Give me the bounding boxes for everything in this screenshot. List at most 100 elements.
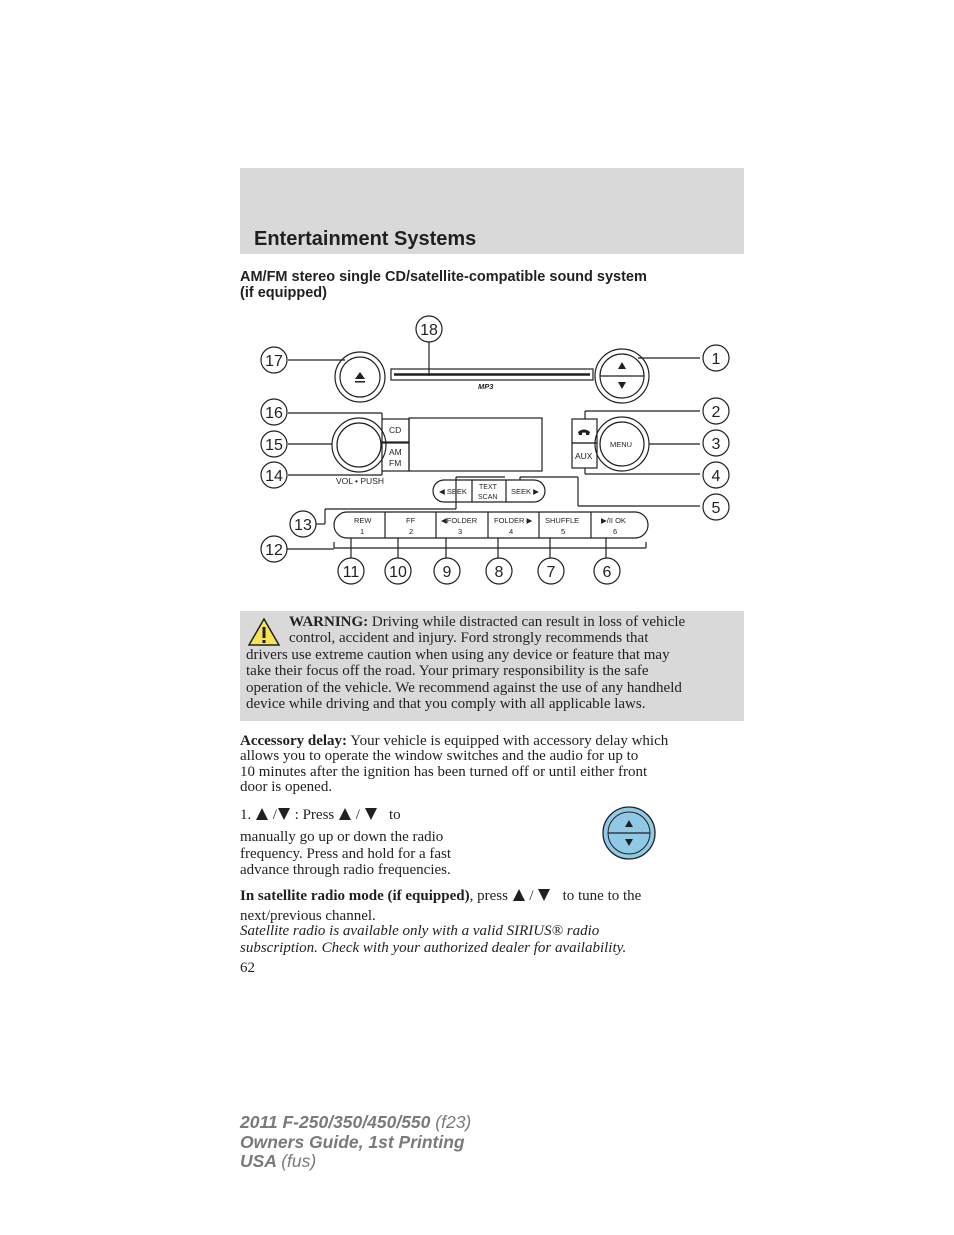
text-label: TEXT <box>479 484 498 491</box>
preset-number: 6 <box>613 527 617 536</box>
callout-number: 15 <box>265 437 283 454</box>
up-arrow-icon <box>512 889 525 901</box>
preset-label: REW <box>354 516 372 525</box>
callout-circle <box>702 461 730 489</box>
callout-number: 12 <box>265 542 283 559</box>
callout-circle <box>260 430 288 458</box>
callout-number: 16 <box>265 405 283 422</box>
callout-circle <box>337 557 365 585</box>
callout-number: 2 <box>712 404 721 421</box>
cd-slot <box>390 368 594 381</box>
vol-push-label: VOL • PUSH <box>336 476 384 486</box>
callout-number: 3 <box>712 436 721 453</box>
preset-number: 3 <box>458 527 462 536</box>
accessory-delay-paragraph: Accessory delay: Your vehicle is equippe… <box>240 733 669 795</box>
subheading-line: (if equipped) <box>240 285 327 301</box>
cd-label: CD <box>389 425 401 435</box>
callout-circle <box>702 429 730 457</box>
step-number: 1. <box>240 807 252 823</box>
preset-label: SHUFFLE <box>545 516 579 525</box>
preset-label: ◀FOLDER <box>441 516 478 525</box>
callout-number: 1 <box>712 351 721 368</box>
scan-label: SCAN <box>478 494 497 501</box>
preset-label: ▶/II OK <box>601 516 626 525</box>
preset-number: 5 <box>561 527 565 536</box>
callout-circle <box>702 493 730 521</box>
callout-circle <box>702 344 730 372</box>
callout-circle <box>260 398 288 426</box>
satellite-label: In satellite radio mode (if equipped) <box>240 888 470 904</box>
callout-number: 17 <box>265 353 283 370</box>
preset-number: 2 <box>409 527 413 536</box>
accessory-delay-label: Accessory delay: <box>240 733 348 749</box>
down-arrow-icon <box>618 382 626 389</box>
am-label: AM <box>389 447 402 457</box>
callout-circle <box>702 397 730 425</box>
display-screen <box>408 417 543 472</box>
aux-label: AUX <box>575 451 593 461</box>
down-arrow-icon <box>538 889 551 901</box>
callout-circle <box>384 557 412 585</box>
callout-number: 8 <box>495 564 504 581</box>
seek-button-illustration <box>602 806 656 860</box>
callout-number: 14 <box>265 468 283 485</box>
preset-label: FOLDER ▶ <box>494 516 534 525</box>
down-arrow-icon <box>364 808 377 820</box>
phone-icon <box>578 429 590 435</box>
callout-number: 18 <box>420 322 438 339</box>
callout-number: 7 <box>547 564 556 581</box>
subheading: AM/FM stereo single CD/satellite-compati… <box>240 269 740 301</box>
am-fm-button <box>381 442 410 472</box>
callout-number: 10 <box>389 564 407 581</box>
preset-label: FF <box>406 516 416 525</box>
preset-number: 1 <box>360 527 364 536</box>
callout-circle <box>433 557 461 585</box>
up-arrow-icon <box>618 362 626 369</box>
callout-circle <box>260 535 288 563</box>
callout-number: 13 <box>294 517 312 534</box>
preset-strip <box>333 511 649 539</box>
warning-triangle-icon <box>247 617 281 646</box>
callout-circle <box>260 346 288 374</box>
up-arrow-icon <box>339 808 352 820</box>
callout-number: 11 <box>343 564 360 581</box>
step-1: 1. / : Press / to manually go up or down… <box>240 807 452 878</box>
callout-number: 5 <box>712 500 721 517</box>
seek-left-label: ◀ SEEK <box>439 487 467 496</box>
tune-knob <box>594 348 650 404</box>
callout-circle <box>260 461 288 489</box>
warning-text: WARNING: Driving while distracted can re… <box>246 614 686 713</box>
section-title: Entertainment Systems <box>254 228 477 250</box>
radio-faceplate-diagram: MP3 CD AM FM VOL • PUSH AUX MENU ◀ SEEK … <box>260 315 730 585</box>
preset-number: 4 <box>509 527 513 536</box>
down-arrow-icon <box>277 808 290 820</box>
page-number: 62 <box>240 960 255 976</box>
callout-number: 4 <box>712 468 721 485</box>
menu-label: MENU <box>610 440 632 449</box>
subheading-line: AM/FM stereo single CD/satellite-compati… <box>240 269 647 285</box>
satellite-note: Satellite radio is available only with a… <box>240 923 627 956</box>
seek-button-group <box>432 479 546 503</box>
eject-knob <box>334 351 386 403</box>
callout-number: 9 <box>443 564 452 581</box>
callout-circle <box>415 315 443 343</box>
callout-circle <box>537 557 565 585</box>
callout-number: 6 <box>603 564 612 581</box>
up-arrow-icon <box>256 808 268 820</box>
up-arrow-icon <box>625 820 633 827</box>
volume-knob <box>331 417 387 473</box>
section-header-band <box>240 168 744 254</box>
satellite-paragraph: In satellite radio mode (if equipped), p… <box>240 888 642 924</box>
seek-right-label: SEEK ▶ <box>511 487 540 496</box>
callout-circle <box>593 557 621 585</box>
mp3-label: MP3 <box>478 382 494 391</box>
eject-icon <box>355 372 365 379</box>
warning-box <box>240 611 744 721</box>
fm-label: FM <box>389 458 401 468</box>
document-footer: 2011 F-250/350/450/550 (f23) Owners Guid… <box>240 1112 472 1171</box>
callout-circle <box>485 557 513 585</box>
callout-circle <box>289 510 317 538</box>
cd-button <box>381 418 410 443</box>
down-arrow-icon <box>625 839 633 846</box>
warning-label: WARNING: <box>289 614 369 630</box>
